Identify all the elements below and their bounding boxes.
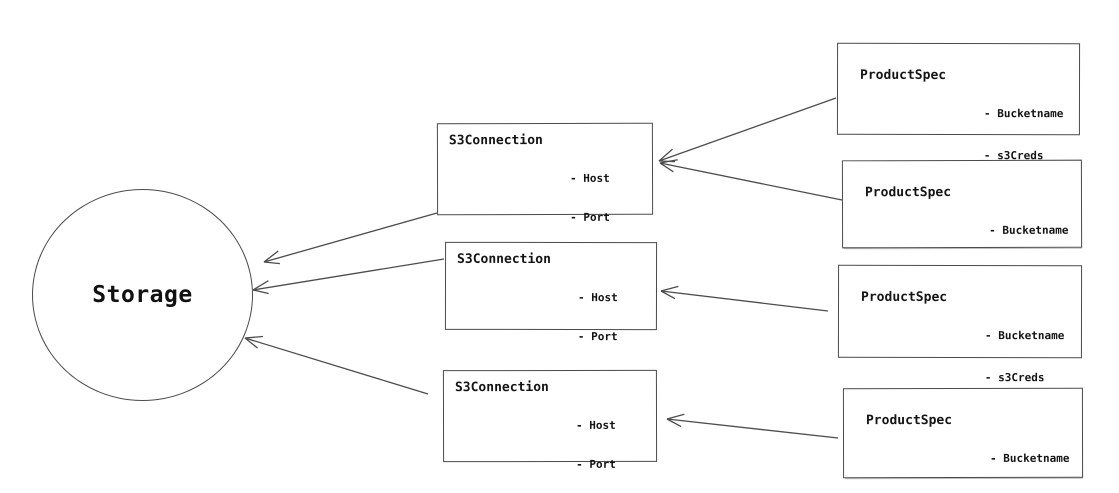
attribute: - Bucketname <box>989 223 1069 237</box>
attribute: - Host <box>570 171 610 185</box>
productspec-1-title: ProductSpec <box>860 67 947 83</box>
arrow-s3connection-2-to-storage <box>252 258 445 295</box>
arrow-productspec-2-to-s3connection-1 <box>659 159 843 201</box>
attribute: - Bucketname <box>983 107 1064 121</box>
arrow-productspec-4-to-s3connection-3 <box>666 413 839 439</box>
arrow-s3connection-1-to-storage <box>263 212 438 265</box>
node-s3connection-1: S3Connection - Host - Port - TLS <box>436 122 654 263</box>
attribute: - Port <box>576 457 616 471</box>
attribute: - Host <box>576 418 616 432</box>
s3connection-1-title: S3Connection <box>448 133 543 149</box>
s3connection-3-attributes: - Host - Port - TLS <box>576 393 616 493</box>
s3connection-2-title: S3Connection <box>457 251 551 267</box>
productspec-4-attributes: - Bucketname - s3Creds <box>990 424 1070 493</box>
s3connection-3-title: S3Connection <box>454 380 549 396</box>
attribute: - Port <box>570 210 610 224</box>
arrow-productspec-3-to-s3connection-2 <box>660 285 829 312</box>
attribute: - Bucketname <box>990 451 1070 465</box>
attribute: - Port <box>577 330 618 344</box>
attribute: - Host <box>577 291 618 305</box>
productspec-3-title: ProductSpec <box>861 289 948 305</box>
node-s3connection-2: S3Connection - Host - Port - TLS <box>444 241 658 382</box>
node-s3connection-3: S3Connection - Host - Port - TLS <box>442 369 658 471</box>
productspec-4-title: ProductSpec <box>865 413 953 429</box>
productspec-2-title: ProductSpec <box>864 185 952 201</box>
node-productspec-3: ProductSpec - Bucketname - s3Creds <box>837 264 1083 384</box>
node-storage: Storage <box>32 189 253 401</box>
node-productspec-1: ProductSpec - Bucketname - s3Creds <box>836 42 1081 162</box>
attribute: - s3Creds <box>984 371 1045 385</box>
arrow-productspec-1-to-s3connection-1 <box>658 97 837 163</box>
attribute: - Bucketname <box>984 329 1065 343</box>
storage-label: Storage <box>92 282 193 308</box>
node-productspec-4: ProductSpec - Bucketname - s3Creds <box>842 387 1084 479</box>
node-productspec-2: ProductSpec - Bucketname - s3Creds <box>841 159 1083 279</box>
arrow-s3connection-3-to-storage <box>244 335 429 395</box>
